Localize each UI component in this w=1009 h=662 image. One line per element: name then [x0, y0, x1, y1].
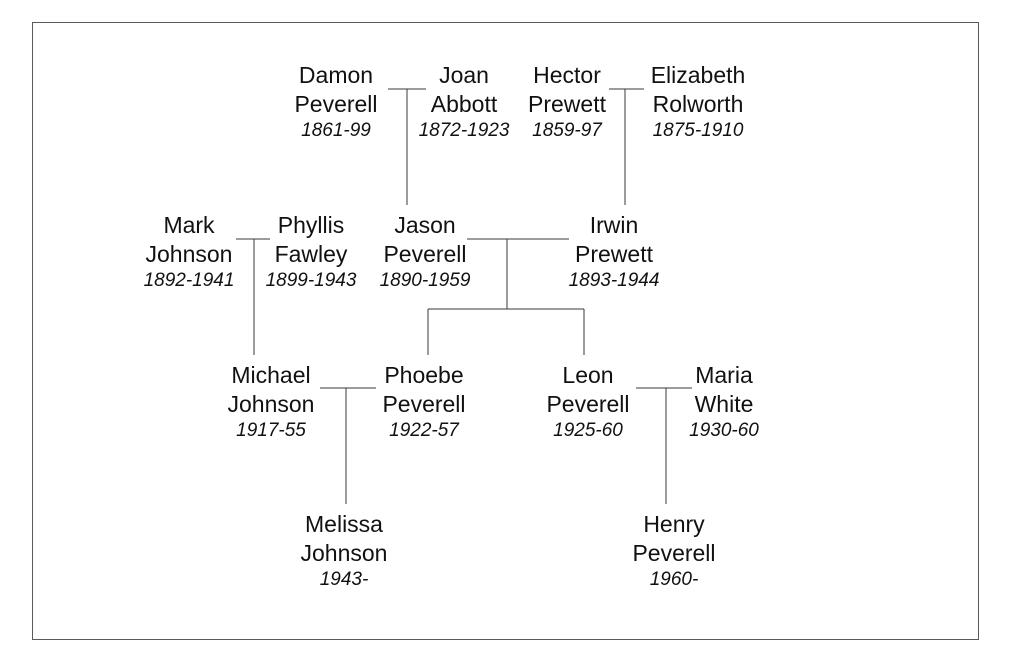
life-dates: 1899-1943: [265, 270, 357, 291]
life-dates: 1922-57: [389, 420, 459, 441]
person-phoebe-peverell: Phoebe Peverell 1922-57: [354, 361, 494, 443]
surname: Abbott: [430, 91, 498, 117]
life-dates: 1943-: [319, 569, 369, 590]
surname: Rolworth: [652, 91, 744, 117]
first-name: Leon: [562, 362, 614, 388]
surname: White: [694, 391, 754, 417]
first-name: Michael: [231, 362, 311, 388]
life-dates: 1893-1944: [568, 270, 660, 291]
person-maria-white: Maria White 1930-60: [654, 361, 794, 443]
surname: Peverell: [382, 391, 466, 417]
person-hector-prewett: Hector Prewett 1859-97: [497, 61, 637, 143]
first-name: Damon: [298, 62, 374, 88]
life-dates: 1917-55: [236, 420, 306, 441]
first-name: Maria: [695, 362, 753, 388]
person-melissa-johnson: Melissa Johnson 1943-: [274, 510, 414, 592]
person-leon-peverell: Leon Peverell 1925-60: [518, 361, 658, 443]
person-phyllis-fawley: Phyllis Fawley 1899-1943: [241, 211, 381, 293]
life-dates: 1872-1923: [418, 120, 510, 141]
life-dates: 1925-60: [553, 420, 623, 441]
surname: Johnson: [300, 540, 388, 566]
first-name: Hector: [533, 62, 601, 88]
first-name: Henry: [643, 511, 705, 537]
life-dates: 1861-99: [301, 120, 371, 141]
first-name: Irwin: [589, 212, 639, 238]
surname: Fawley: [274, 241, 348, 267]
life-dates: 1890-1959: [379, 270, 471, 291]
surname: Johnson: [227, 391, 315, 417]
diagram-frame: [32, 22, 979, 640]
first-name: Joan: [439, 62, 489, 88]
first-name: Melissa: [305, 511, 383, 537]
life-dates: 1875-1910: [652, 120, 744, 141]
person-joan-abbott: Joan Abbott 1872-1923: [394, 61, 534, 143]
first-name: Phoebe: [384, 362, 464, 388]
surname: Prewett: [575, 241, 653, 267]
surname: Johnson: [145, 241, 233, 267]
surname: Peverell: [383, 241, 467, 267]
surname: Peverell: [294, 91, 378, 117]
person-mark-johnson: Mark Johnson 1892-1941: [119, 211, 259, 293]
person-damon-peverell: Damon Peverell 1861-99: [266, 61, 406, 143]
first-name: Phyllis: [277, 212, 345, 238]
surname: Prewett: [528, 91, 606, 117]
person-jason-peverell: Jason Peverell 1890-1959: [355, 211, 495, 293]
life-dates: 1859-97: [532, 120, 602, 141]
first-name: Mark: [163, 212, 215, 238]
life-dates: 1960-: [649, 569, 699, 590]
surname: Peverell: [632, 540, 716, 566]
first-name: Jason: [394, 212, 456, 238]
person-irwin-prewett: Irwin Prewett 1893-1944: [544, 211, 684, 293]
person-michael-johnson: Michael Johnson 1917-55: [201, 361, 341, 443]
surname: Peverell: [546, 391, 630, 417]
first-name: Elizabeth: [650, 62, 746, 88]
life-dates: 1930-60: [689, 420, 759, 441]
person-henry-peverell: Henry Peverell 1960-: [604, 510, 744, 592]
person-elizabeth-rolworth: Elizabeth Rolworth 1875-1910: [628, 61, 768, 143]
life-dates: 1892-1941: [143, 270, 235, 291]
